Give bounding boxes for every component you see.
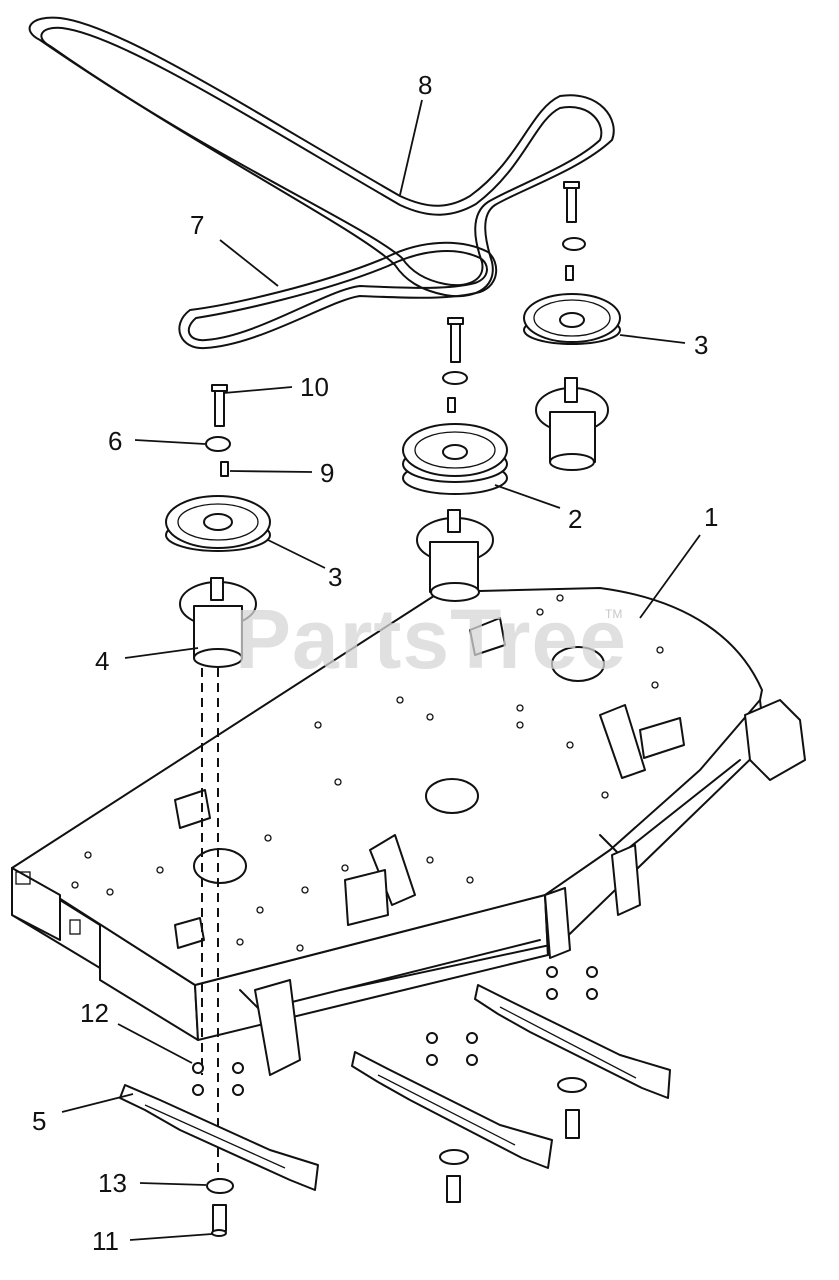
mower-deck <box>11 587 806 1076</box>
blade-right <box>474 984 671 1099</box>
spindle-assembly-left <box>165 384 271 668</box>
partstree-watermark: PartsTree TM <box>235 592 627 686</box>
callout-10: 10 <box>300 372 329 402</box>
drive-belt-8 <box>28 16 615 298</box>
callout-7: 7 <box>190 210 204 240</box>
watermark-brand: PartsTree <box>235 592 627 686</box>
spindle-assembly-right <box>523 181 621 471</box>
callout-labels: 1 2 3 3 4 5 6 7 8 9 10 11 12 13 <box>32 70 718 1256</box>
callout-2: 2 <box>568 504 582 534</box>
callout-1: 1 <box>704 502 718 532</box>
callout-4: 4 <box>95 646 109 676</box>
leader-lines <box>61 99 701 1241</box>
callout-11: 11 <box>92 1226 119 1256</box>
callout-12: 12 <box>80 998 109 1028</box>
fasteners <box>192 966 598 1237</box>
callout-3-right: 3 <box>694 330 708 360</box>
callout-5: 5 <box>32 1106 46 1136</box>
spindle-assembly-center <box>402 317 508 602</box>
callout-6: 6 <box>108 426 122 456</box>
watermark-trademark: TM <box>605 607 622 621</box>
callout-9: 9 <box>320 458 334 488</box>
callout-3-left: 3 <box>328 562 342 592</box>
callout-13: 13 <box>98 1168 127 1198</box>
callout-8: 8 <box>418 70 432 100</box>
blade-center <box>351 1051 553 1169</box>
blade-left <box>119 1084 319 1191</box>
drive-belt-7 <box>178 241 498 350</box>
